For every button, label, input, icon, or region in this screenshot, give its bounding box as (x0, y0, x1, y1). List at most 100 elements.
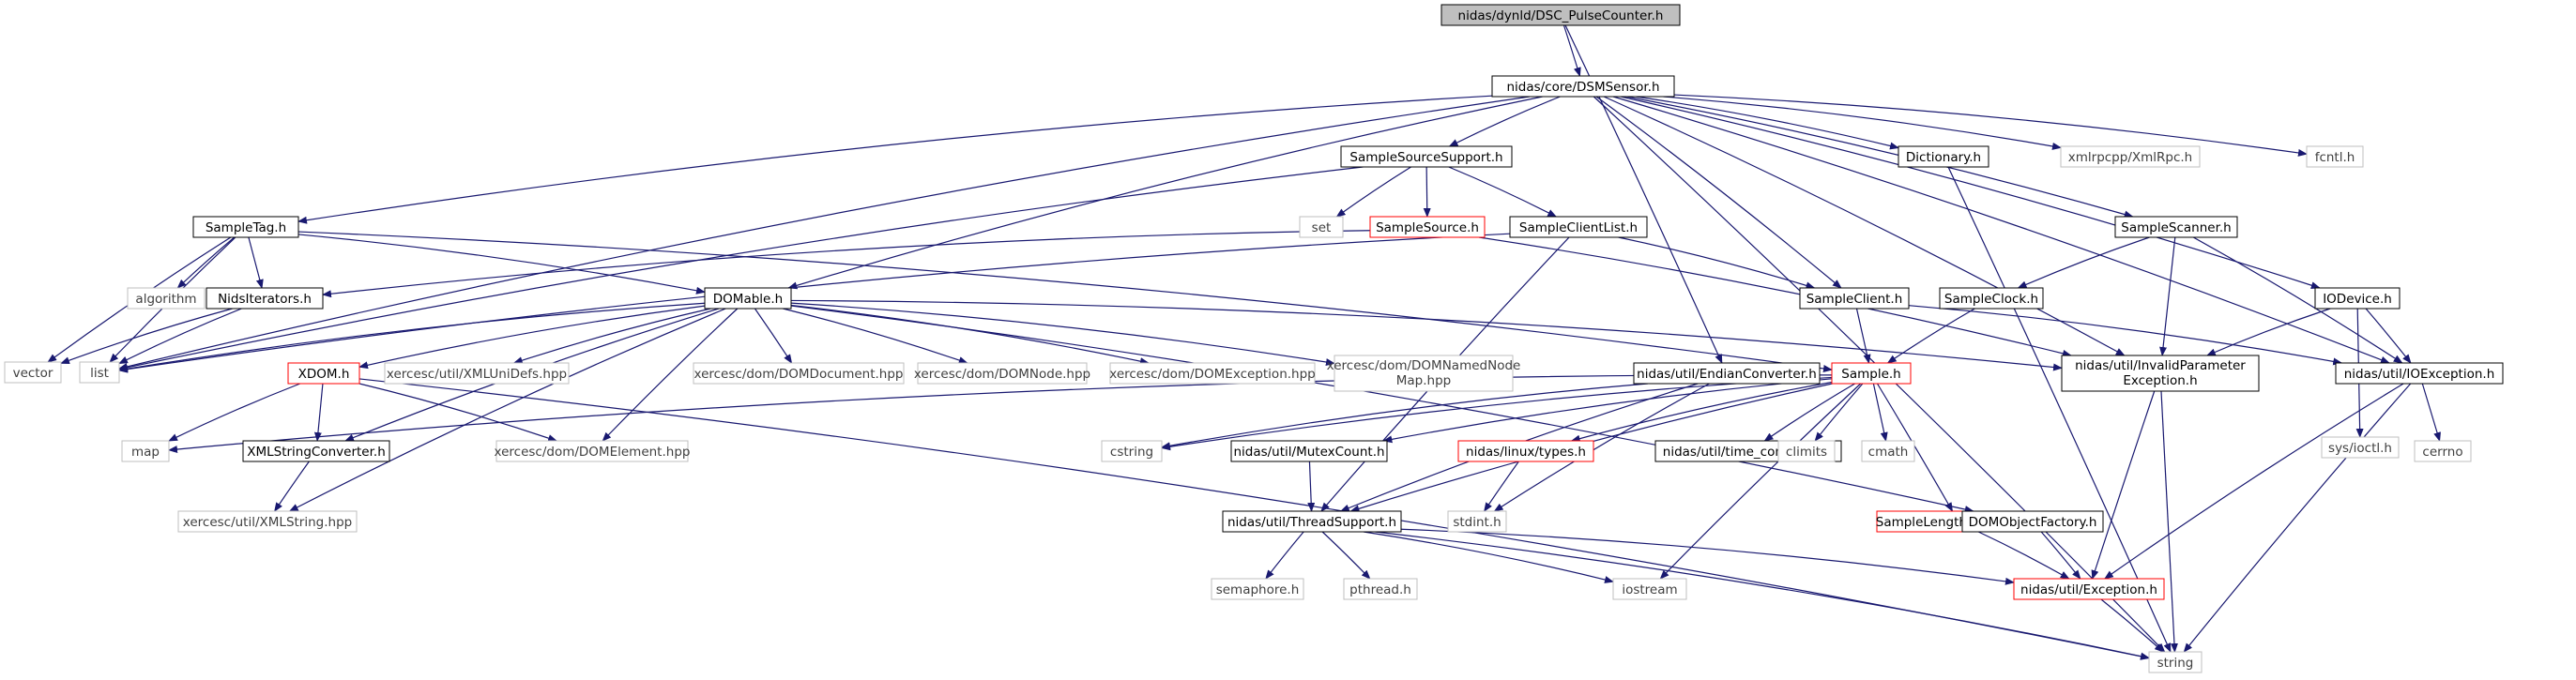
node-label-root: nidas/dynld/DSC_PulseCounter.h (1458, 8, 1664, 23)
edge-dsmsensor-to-iodevice (1621, 96, 2321, 290)
node-dictionary[interactable]: Dictionary.h (1898, 145, 1989, 168)
edge-samplescanner-to-sampleclock (2017, 236, 2150, 289)
node-exception[interactable]: nidas/util/Exception.h (2013, 578, 2165, 600)
node-box-vector (4, 361, 62, 384)
node-label-domexception: xercesc/dom/DOMException.hpp (1109, 367, 1316, 382)
edge-sample-to-cmath (1872, 383, 1888, 442)
node-nidsiter[interactable]: NidsIterators.h (206, 287, 324, 310)
node-sampleclient[interactable]: SampleClient.h (1799, 287, 1910, 310)
node-list: list (79, 361, 120, 384)
node-box-xmlunidefs (384, 362, 570, 385)
node-domable[interactable]: DOMable.h (704, 287, 792, 310)
node-domdocument: xercesc/dom/DOMDocument.hpp (693, 362, 905, 385)
node-box-list (79, 361, 120, 384)
node-xdom[interactable]: XDOM.h (287, 362, 360, 385)
node-clientlist[interactable]: SampleClientList.h (1509, 216, 1648, 238)
node-label-map: map (131, 445, 160, 460)
node-endianconv[interactable]: nidas/util/EndianConverter.h (1633, 362, 1821, 385)
node-algorithm: algorithm (127, 287, 206, 310)
edge-ioexception-to-string (2183, 383, 2412, 653)
edge-ss_support-to-list (118, 166, 1364, 371)
node-label-linuxtypes: nidas/linux/types.h (1466, 445, 1586, 460)
node-label-stdint: stdint.h (1453, 515, 1501, 530)
node-xmlrpc: xmlrpcpp/XmlRpc.h (2060, 145, 2201, 168)
node-set: set (1299, 216, 1344, 238)
node-label-xmlrpc: xmlrpcpp/XmlRpc.h (2068, 150, 2193, 165)
edge-domable-to-domnamednodemap (790, 302, 1335, 366)
edge-domable-to-invalidparam (790, 299, 2063, 371)
edge-invalidparam-to-exception (2091, 390, 2156, 580)
edge-iodevice-to-invalidparam (2205, 308, 2331, 356)
node-label-iostream: iostream (1622, 582, 1677, 597)
node-box-stdint (1447, 510, 1507, 533)
node-samplescanner[interactable]: SampleScanner.h (2114, 216, 2238, 238)
node-stdint: stdint.h (1447, 510, 1507, 533)
node-domobjfactory[interactable]: DOMObjectFactory.h (1961, 510, 2104, 533)
node-box-pthread (1343, 578, 1418, 600)
edge-root-to-dsmsensor (1562, 24, 1581, 77)
node-layer: nidas/dynld/DSC_PulseCounter.h nidas/core… (4, 4, 2504, 673)
node-label-fcntl: fcntl.h (2315, 150, 2355, 165)
edge-threadsupport-to-semaphore (1265, 531, 1304, 580)
node-label-sampleclock: SampleClock.h (1944, 292, 2038, 307)
node-box-exception (2013, 578, 2165, 600)
node-ss_support[interactable]: SampleSourceSupport.h (1340, 145, 1513, 168)
node-label-cmath: cmath (1868, 445, 1909, 460)
node-ioexception[interactable]: nidas/util/IOException.h (2335, 362, 2504, 385)
node-mutexcount[interactable]: nidas/util/MutexCount.h (1230, 440, 1388, 462)
edge-dsmsensor-to-list (118, 96, 1531, 370)
node-sysioctl: sys/ioctl.h (2321, 436, 2400, 459)
node-xmlstring: xercesc/util/XMLString.hpp (177, 510, 358, 533)
node-box-climits (1777, 440, 1836, 462)
node-climits: climits (1777, 440, 1836, 462)
edge-ss_support-to-set (1335, 166, 1411, 218)
node-label-exception: nidas/util/Exception.h (2020, 582, 2157, 597)
node-box-sample (1831, 362, 1912, 385)
edge-xdom-to-domelement (358, 383, 558, 442)
node-label-domobjfactory: DOMObjectFactory.h (1969, 515, 2097, 530)
node-box-sampleclock (1939, 287, 2044, 310)
node-box-dsmsensor (1491, 75, 1675, 98)
node-iodevice[interactable]: IODevice.h (2314, 287, 2401, 310)
edge-threadsupport-to-string (1375, 531, 2150, 660)
node-label-list: list (90, 366, 109, 381)
node-threadsupport[interactable]: nidas/util/ThreadSupport.h (1222, 510, 1402, 533)
node-domnode: xercesc/dom/DOMNode.hpp (914, 362, 1090, 385)
node-sampletag[interactable]: SampleTag.h (192, 216, 299, 238)
node-box-ss_support (1340, 145, 1513, 168)
node-box-iodevice (2314, 287, 2401, 310)
node-cstring: cstring (1101, 440, 1163, 462)
node-box-domelement (495, 440, 689, 462)
node-semaphore: semaphore.h (1211, 578, 1304, 600)
node-samplesource[interactable]: SampleSource.h (1369, 216, 1486, 238)
edge-xmlstrconv-to-xmlstring (274, 461, 310, 512)
edge-clientlist-to-sampleclient (1618, 236, 1816, 290)
node-root[interactable]: nidas/dynld/DSC_PulseCounter.h (1440, 4, 1681, 26)
node-linuxtypes[interactable]: nidas/linux/types.h (1457, 440, 1594, 462)
node-box-samplesource (1369, 216, 1486, 238)
edge-domable-to-xmlstring (288, 308, 726, 512)
node-label-ss_support: SampleSourceSupport.h (1349, 150, 1502, 165)
node-cmath: cmath (1861, 440, 1915, 462)
node-sample[interactable]: Sample.h (1831, 362, 1912, 385)
node-box-root (1440, 4, 1681, 26)
node-box-domexception (1109, 362, 1316, 385)
node-box-sampletag (192, 216, 299, 238)
edge-sampletag-to-nidsiter (248, 236, 264, 289)
edge-dsmsensor-to-xmlrpc (1663, 96, 2062, 150)
node-fcntl: fcntl.h (2306, 145, 2364, 168)
edge-samplelengthex-to-exception (1977, 531, 2070, 580)
node-box-string (2148, 651, 2203, 673)
edge-ioexception-to-exception (2104, 383, 2404, 580)
node-sampleclock[interactable]: SampleClock.h (1939, 287, 2044, 310)
node-box-iostream (1612, 578, 1687, 600)
edge-samplescanner-to-invalidparam (2159, 236, 2176, 356)
node-box-endianconv (1633, 362, 1821, 385)
node-domelement: xercesc/dom/DOMElement.hpp (495, 440, 690, 462)
node-xmlstrconv[interactable]: XMLStringConverter.h (242, 440, 390, 462)
node-dsmsensor[interactable]: nidas/core/DSMSensor.h (1491, 75, 1675, 98)
node-box-cstring (1101, 440, 1163, 462)
